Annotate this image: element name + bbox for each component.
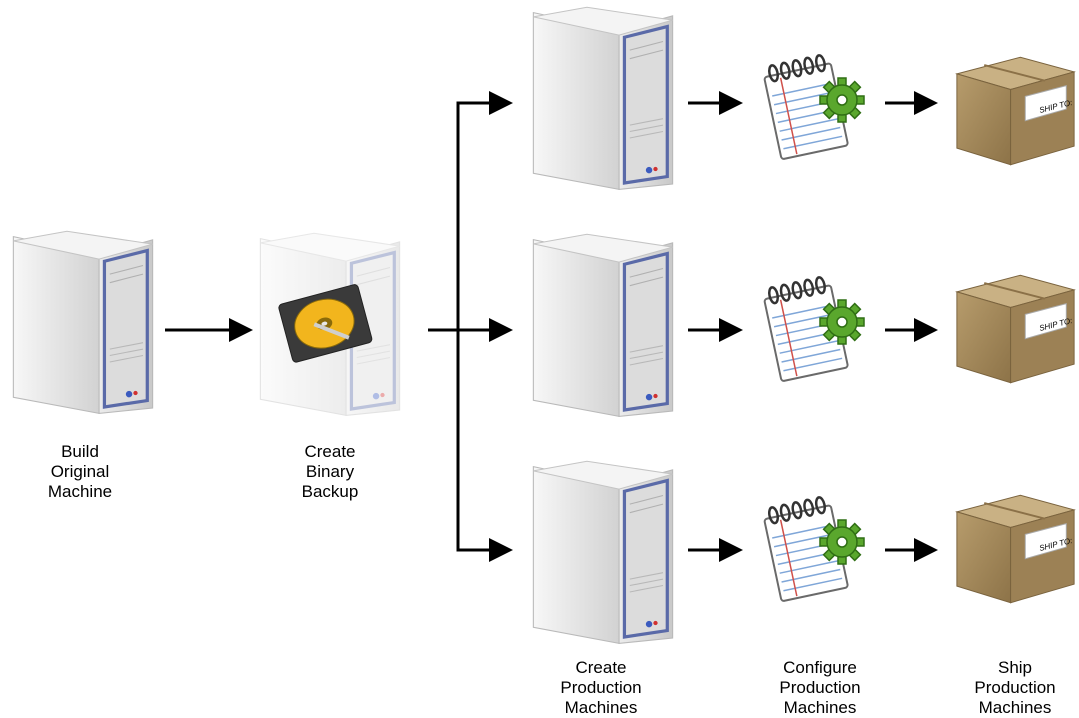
label-create-binary-backup: Create Binary Backup xyxy=(301,442,359,501)
shipping-box-icon: SHIP TO: xyxy=(955,56,1076,166)
shipping-box-icon: SHIP TO: xyxy=(955,494,1076,604)
label-build-original-machine: Build Original Machine xyxy=(47,442,113,501)
notepad-icon xyxy=(762,52,866,160)
backup-server-icon xyxy=(258,232,402,418)
server-icon xyxy=(11,230,155,416)
hard-disk-icon xyxy=(278,284,373,363)
notepad-icon xyxy=(762,494,866,602)
arrow-backup-to-production-1 xyxy=(456,91,513,330)
label-ship-production-machines: Ship Production Machines xyxy=(974,658,1056,717)
server-icon xyxy=(531,460,675,646)
shipping-box-icon: SHIP TO: xyxy=(955,274,1076,384)
label-create-production-machines: Create Production Machines xyxy=(560,658,642,717)
server-icon xyxy=(531,6,675,192)
notepad-icon xyxy=(762,274,866,382)
arrow-backup-to-production-3 xyxy=(456,330,513,562)
label-configure-production-machines: Configure Production Machines xyxy=(779,658,861,717)
server-icon xyxy=(531,233,675,419)
